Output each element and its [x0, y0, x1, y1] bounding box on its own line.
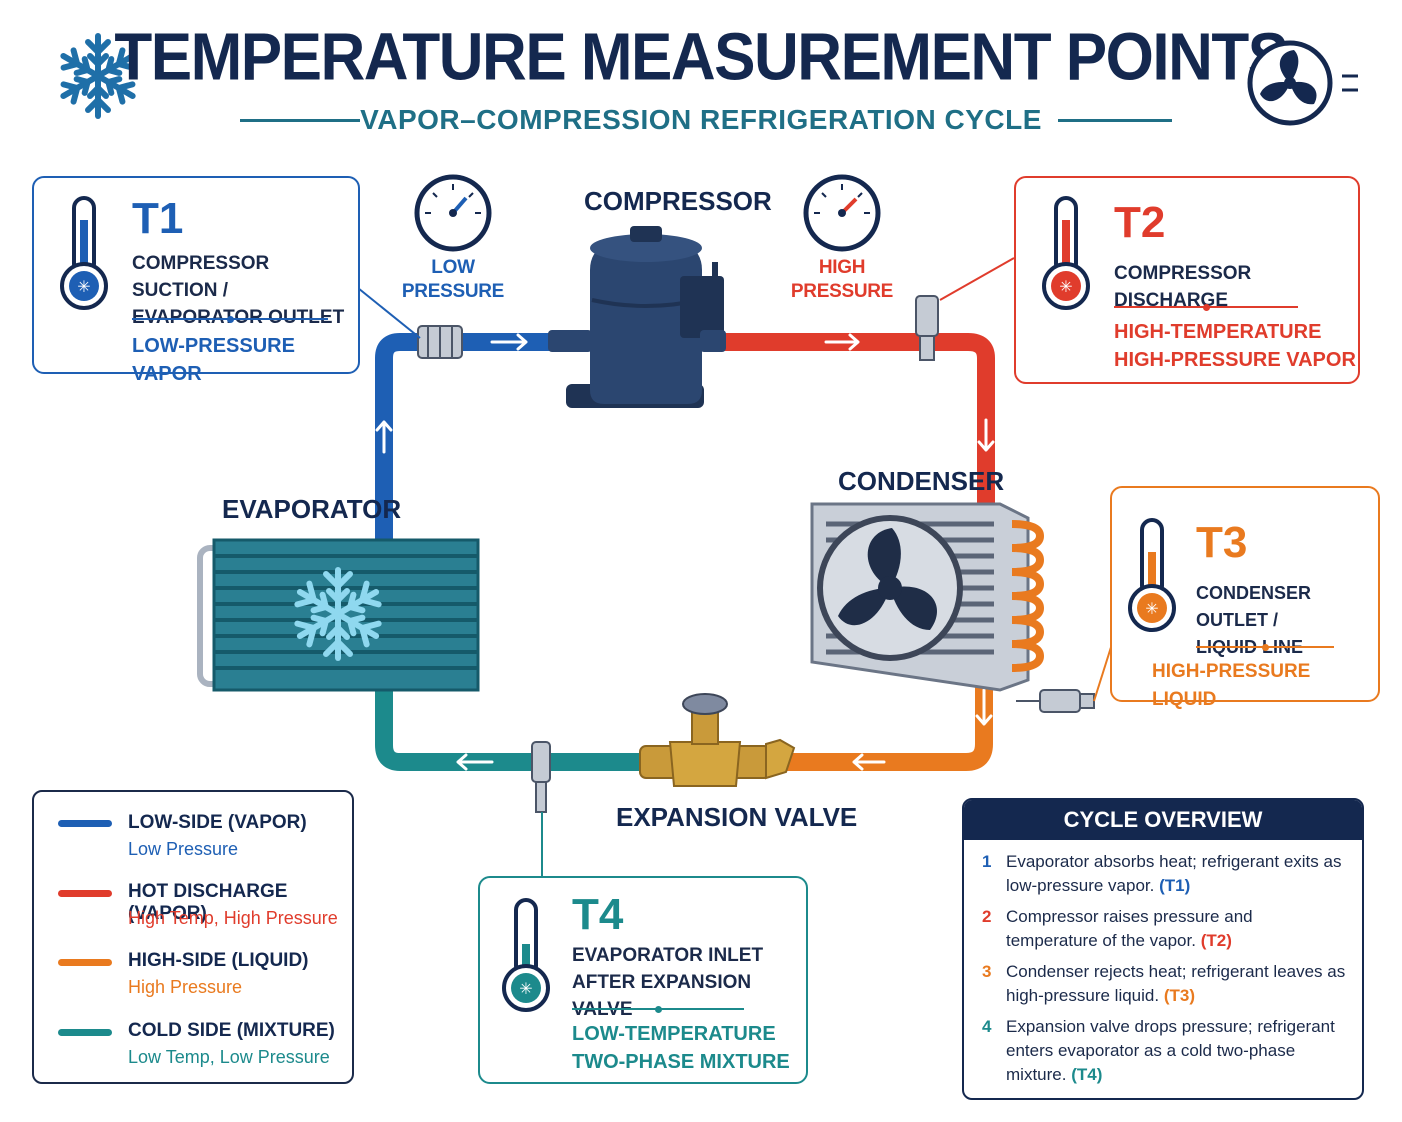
legend: LOW-SIDE (VAPOR) Low Pressure HOT DISCHA…: [32, 790, 354, 1084]
legend-sublabel: High Temp, High Pressure: [128, 908, 338, 928]
point-location: CONDENSER OUTLET / LIQUID LINE: [1196, 583, 1312, 657]
callout-t4: ✳ T4 EVAPORATOR INLET AFTER EXPANSION VA…: [478, 876, 808, 1084]
point-state: LOW-PRESSURE VAPOR: [132, 335, 295, 385]
step-number: 2: [982, 907, 992, 926]
low-pressure-label: LOW PRESSURE: [401, 257, 505, 302]
evaporator-inlet-line: [375, 690, 640, 771]
legend-label: HOT DISCHARGE (VAPOR): [128, 881, 288, 924]
step-text: Compressor raises pressure and temperatu…: [1006, 907, 1253, 950]
sensor-t2: [915, 295, 939, 361]
snowflake-icon: [52, 33, 144, 122]
divider-dot: [227, 316, 234, 323]
suction-line: [375, 333, 560, 540]
legend-swatch-cold-side: [58, 1029, 112, 1036]
divider: [240, 119, 360, 122]
legend-sublabel: Low Pressure: [128, 839, 239, 859]
legend-sublabel: High Pressure: [128, 977, 243, 997]
legend-swatch-high-side: [58, 959, 112, 966]
condenser-unit: [810, 502, 1045, 692]
svg-text:✳: ✳: [1145, 599, 1158, 618]
callout-t1: ✳ T1 COMPRESSOR SUCTION / EVAPORATOR OUT…: [32, 176, 360, 385]
thermometer-hot-icon: ✳: [1042, 196, 1090, 310]
thermometer-warm-icon: ✳: [1128, 518, 1176, 632]
divider-dot: [1203, 304, 1210, 311]
low-pressure-gauge: [414, 174, 492, 252]
point-id: T4: [572, 890, 624, 939]
legend-swatch-hot-discharge: [58, 890, 112, 897]
divider-dot: [1262, 644, 1269, 651]
point-id: T2: [1114, 198, 1166, 247]
callout-t3: ✳ T3 CONDENSER OUTLET / LIQUID LINE HIGH…: [1110, 486, 1380, 710]
point-state: HIGH-TEMPERATURE HIGH-PRESSURE VAPOR: [1114, 321, 1356, 371]
sensor-t1: [417, 325, 463, 359]
legend-swatch-low-side: [58, 820, 112, 827]
page-title: TEMPERATURE MEASUREMENT POINTS: [114, 20, 1289, 95]
step-number: 1: [982, 852, 992, 871]
overview-title: CYCLE OVERVIEW: [964, 800, 1362, 840]
point-location: EVAPORATOR INLET AFTER EXPANSION VALVE: [572, 945, 764, 1020]
step-text: Evaporator absorbs heat; refrigerant exi…: [1006, 852, 1342, 895]
legend-label: HIGH-SIDE (LIQUID): [128, 950, 309, 971]
liquid-line: [640, 680, 993, 771]
point-state: HIGH-PRESSURE LIQUID: [1152, 661, 1311, 710]
point-location: COMPRESSOR SUCTION / EVAPORATOR OUTLET: [132, 253, 345, 328]
point-state: LOW-TEMPERATURE TWO-PHASE MIXTURE: [572, 1023, 790, 1073]
high-pressure-label: HIGH PRESSURE: [790, 257, 894, 302]
svg-text:✳: ✳: [77, 277, 90, 296]
sensor-t4: [531, 741, 551, 813]
point-id: T1: [132, 194, 184, 243]
svg-text:✳: ✳: [1059, 277, 1072, 296]
compressor-label: COMPRESSOR: [584, 186, 772, 216]
point-id: T3: [1196, 518, 1248, 567]
thermometer-cold-icon: ✳: [502, 898, 550, 1012]
step-number: 3: [982, 962, 992, 981]
compressor-unit: [548, 226, 726, 408]
step-text: Condenser rejects heat; refrigerant leav…: [1006, 962, 1346, 1005]
expansion-valve-unit: [639, 693, 796, 787]
divider-dot: [655, 1006, 662, 1013]
discharge-line: [720, 333, 995, 508]
condenser-label: CONDENSER: [838, 466, 1005, 496]
cycle-overview: CYCLE OVERVIEW 1 Evaporator absorbs heat…: [962, 798, 1364, 1100]
page-subtitle: VAPOR–COMPRESSION REFRIGERATION CYCLE: [360, 104, 1042, 135]
sensor-t3: [1016, 689, 1095, 713]
fan-icon: [1247, 40, 1358, 126]
callout-t2: ✳ T2 COMPRESSOR DISCHARGE HIGH-TEMPERATU…: [1014, 176, 1360, 384]
high-pressure-gauge: [803, 174, 881, 252]
evaporator-unit: [197, 538, 480, 692]
point-location: COMPRESSOR DISCHARGE: [1114, 263, 1252, 311]
legend-label: COLD SIDE (MIXTURE): [128, 1020, 335, 1041]
step-number: 4: [982, 1017, 992, 1036]
legend-label: LOW-SIDE (VAPOR): [128, 812, 307, 833]
divider: [1058, 119, 1172, 122]
svg-text:✳: ✳: [519, 979, 532, 998]
step-text: Expansion valve drops pressure; refriger…: [1006, 1017, 1335, 1084]
expansion-valve-label: EXPANSION VALVE: [616, 802, 858, 832]
thermometer-cold-icon: ✳: [60, 196, 108, 310]
legend-sublabel: Low Temp, Low Pressure: [128, 1047, 330, 1067]
evaporator-label: EVAPORATOR: [222, 494, 402, 524]
